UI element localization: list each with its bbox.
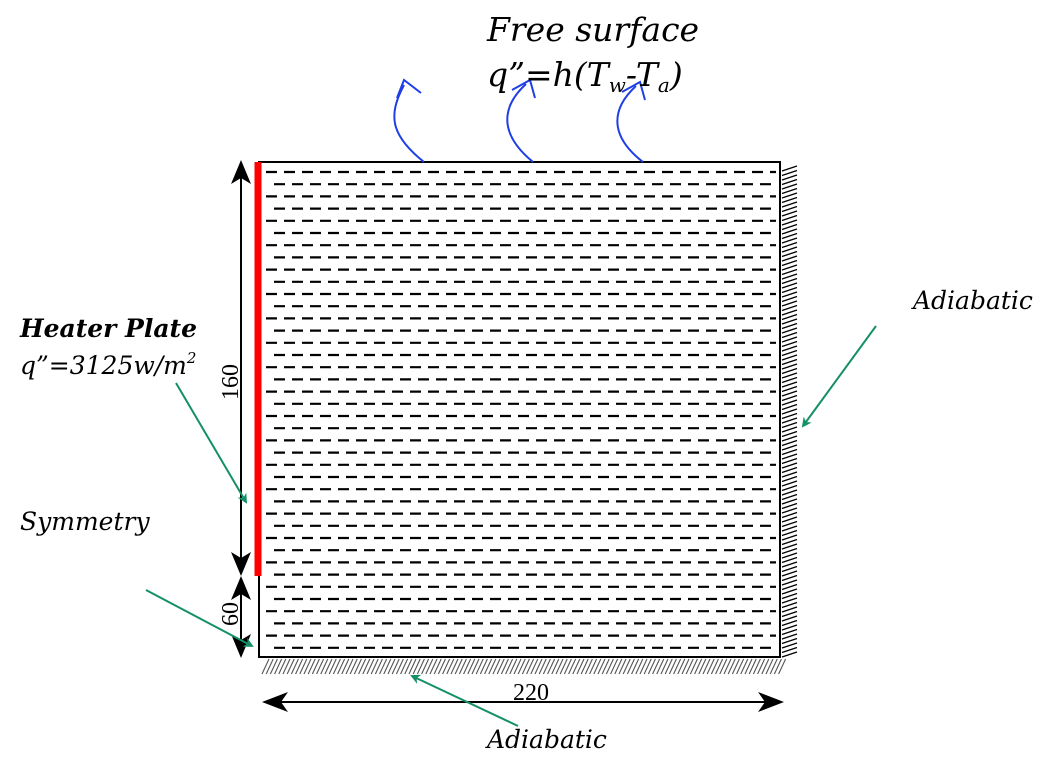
free-surface-equation: q”=h(Tw-Ta) <box>487 55 683 97</box>
free-surface-title: Free surface <box>486 10 699 49</box>
bottom-wall-hatch <box>261 658 787 675</box>
heat-flow-arrows <box>393 78 646 163</box>
adiabatic-bottom-label: Adiabatic <box>485 725 607 754</box>
symmetry-pointer-arrow <box>145 589 254 647</box>
adiabatic-right-pointer-arrow <box>801 325 877 428</box>
symmetry-label: Symmetry <box>20 507 150 536</box>
heater-flux-label: q”=3125w/m2 <box>20 349 196 380</box>
heat-flow-arrow-3 <box>616 85 644 163</box>
lower-height-label: 60 <box>218 602 244 626</box>
fluid-domain-fill <box>266 170 776 649</box>
width-label: 220 <box>513 680 549 706</box>
heater-height-label: 160 <box>218 364 244 400</box>
heater-pointer-arrow <box>175 382 248 504</box>
arrow-head-icon <box>396 78 422 99</box>
bottom-hatch-lines <box>261 658 787 675</box>
heater-plate-title: Heater Plate <box>19 314 197 343</box>
pointer-arrows <box>145 325 877 727</box>
fluid-dash-pattern <box>266 170 776 649</box>
adiabatic-right-label: Adiabatic <box>911 286 1033 315</box>
heat-flow-arrow-2 <box>506 83 534 163</box>
right-hatch-lines <box>781 165 798 658</box>
heat-flow-arrow-1 <box>393 84 425 163</box>
fluid-domain-outline <box>258 161 781 658</box>
right-wall-hatch <box>781 165 798 658</box>
width-dimension <box>262 692 784 712</box>
adiabatic-bottom-pointer-arrow <box>410 674 519 727</box>
arrow-head-icon <box>511 78 536 99</box>
arrow-head-icon <box>621 80 646 101</box>
